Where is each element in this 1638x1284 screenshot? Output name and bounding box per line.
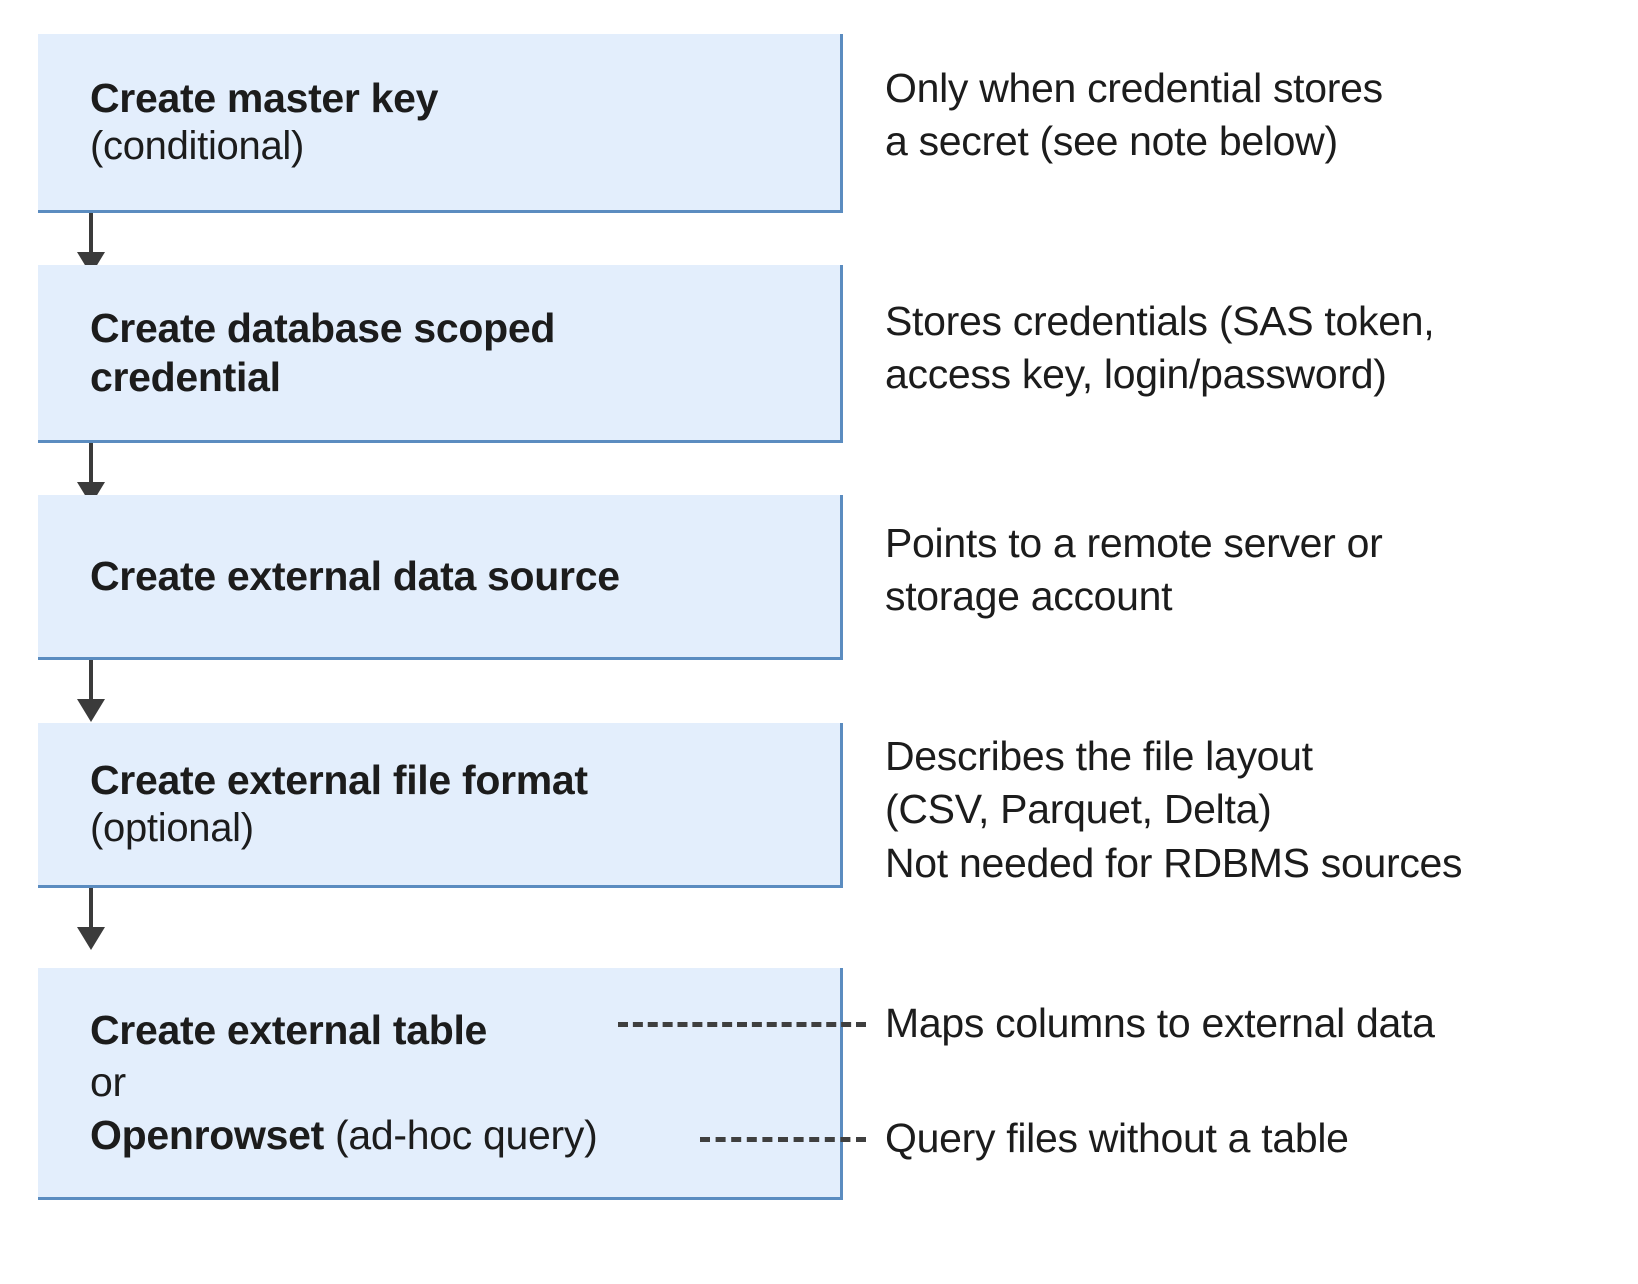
note-line: access key, login/password) — [885, 351, 1387, 398]
step-line-create-external-table: Create external table — [90, 1004, 826, 1056]
note-line: a secret (see note below) — [885, 118, 1338, 165]
note-create-external-table: Maps columns to external data — [885, 1000, 1435, 1046]
note-create-master-key: Only when credential stores a secret (se… — [885, 62, 1625, 169]
note-openrowset: Query files without a table — [885, 1115, 1349, 1161]
note-create-database-scoped-credential: Stores credentials (SAS token, access ke… — [885, 295, 1625, 402]
arrow-step3-to-step4 — [77, 660, 105, 722]
step-box-create-external-file-format[interactable]: Create external file format (optional) — [38, 723, 843, 888]
step-line-or-text: or — [90, 1059, 126, 1106]
arrow-step4-to-step5 — [77, 888, 105, 950]
note-line: Only when credential stores — [885, 65, 1383, 111]
step-box-create-external-data-source[interactable]: Create external data source — [38, 495, 843, 660]
step-box-create-external-table-or-openrowset[interactable]: Create external table or Openrowset (ad-… — [38, 968, 843, 1200]
step-title: Create external data source — [90, 552, 620, 599]
step-title: Create master key — [90, 75, 439, 122]
note-line: Describes the file layout — [885, 733, 1313, 779]
note-line: Not needed for RDBMS sources — [885, 839, 1463, 886]
step-subtitle: (optional) — [90, 805, 254, 850]
step-box-create-database-scoped-credential[interactable]: Create database scoped credential — [38, 265, 843, 443]
dashed-leader-external-table — [618, 1022, 866, 1027]
step-line-or: or — [90, 1056, 826, 1108]
step-line-bold: Create external table — [90, 1006, 488, 1053]
dashed-leader-openrowset — [700, 1137, 866, 1142]
step-line-openrowset: Openrowset (ad-hoc query) — [90, 1109, 826, 1161]
note-line: Points to a remote server or — [885, 520, 1383, 566]
step-line-bold: Openrowset — [90, 1111, 324, 1158]
step-title-line-1: Create database scoped — [90, 305, 556, 352]
note-line: storage account — [885, 573, 1173, 620]
step-title-line-2: credential — [90, 353, 281, 400]
step-line-regular: (ad-hoc query) — [323, 1111, 598, 1158]
step-box-create-master-key[interactable]: Create master key (conditional) — [38, 34, 843, 213]
note-line: Stores credentials (SAS token, — [885, 298, 1435, 344]
note-line: (CSV, Parquet, Delta) — [885, 786, 1272, 833]
step-title: Create external file format — [90, 757, 588, 804]
note-create-external-file-format: Describes the file layout (CSV, Parquet,… — [885, 730, 1625, 890]
step-subtitle: (conditional) — [90, 123, 304, 168]
note-create-external-data-source: Points to a remote server or storage acc… — [885, 517, 1625, 624]
